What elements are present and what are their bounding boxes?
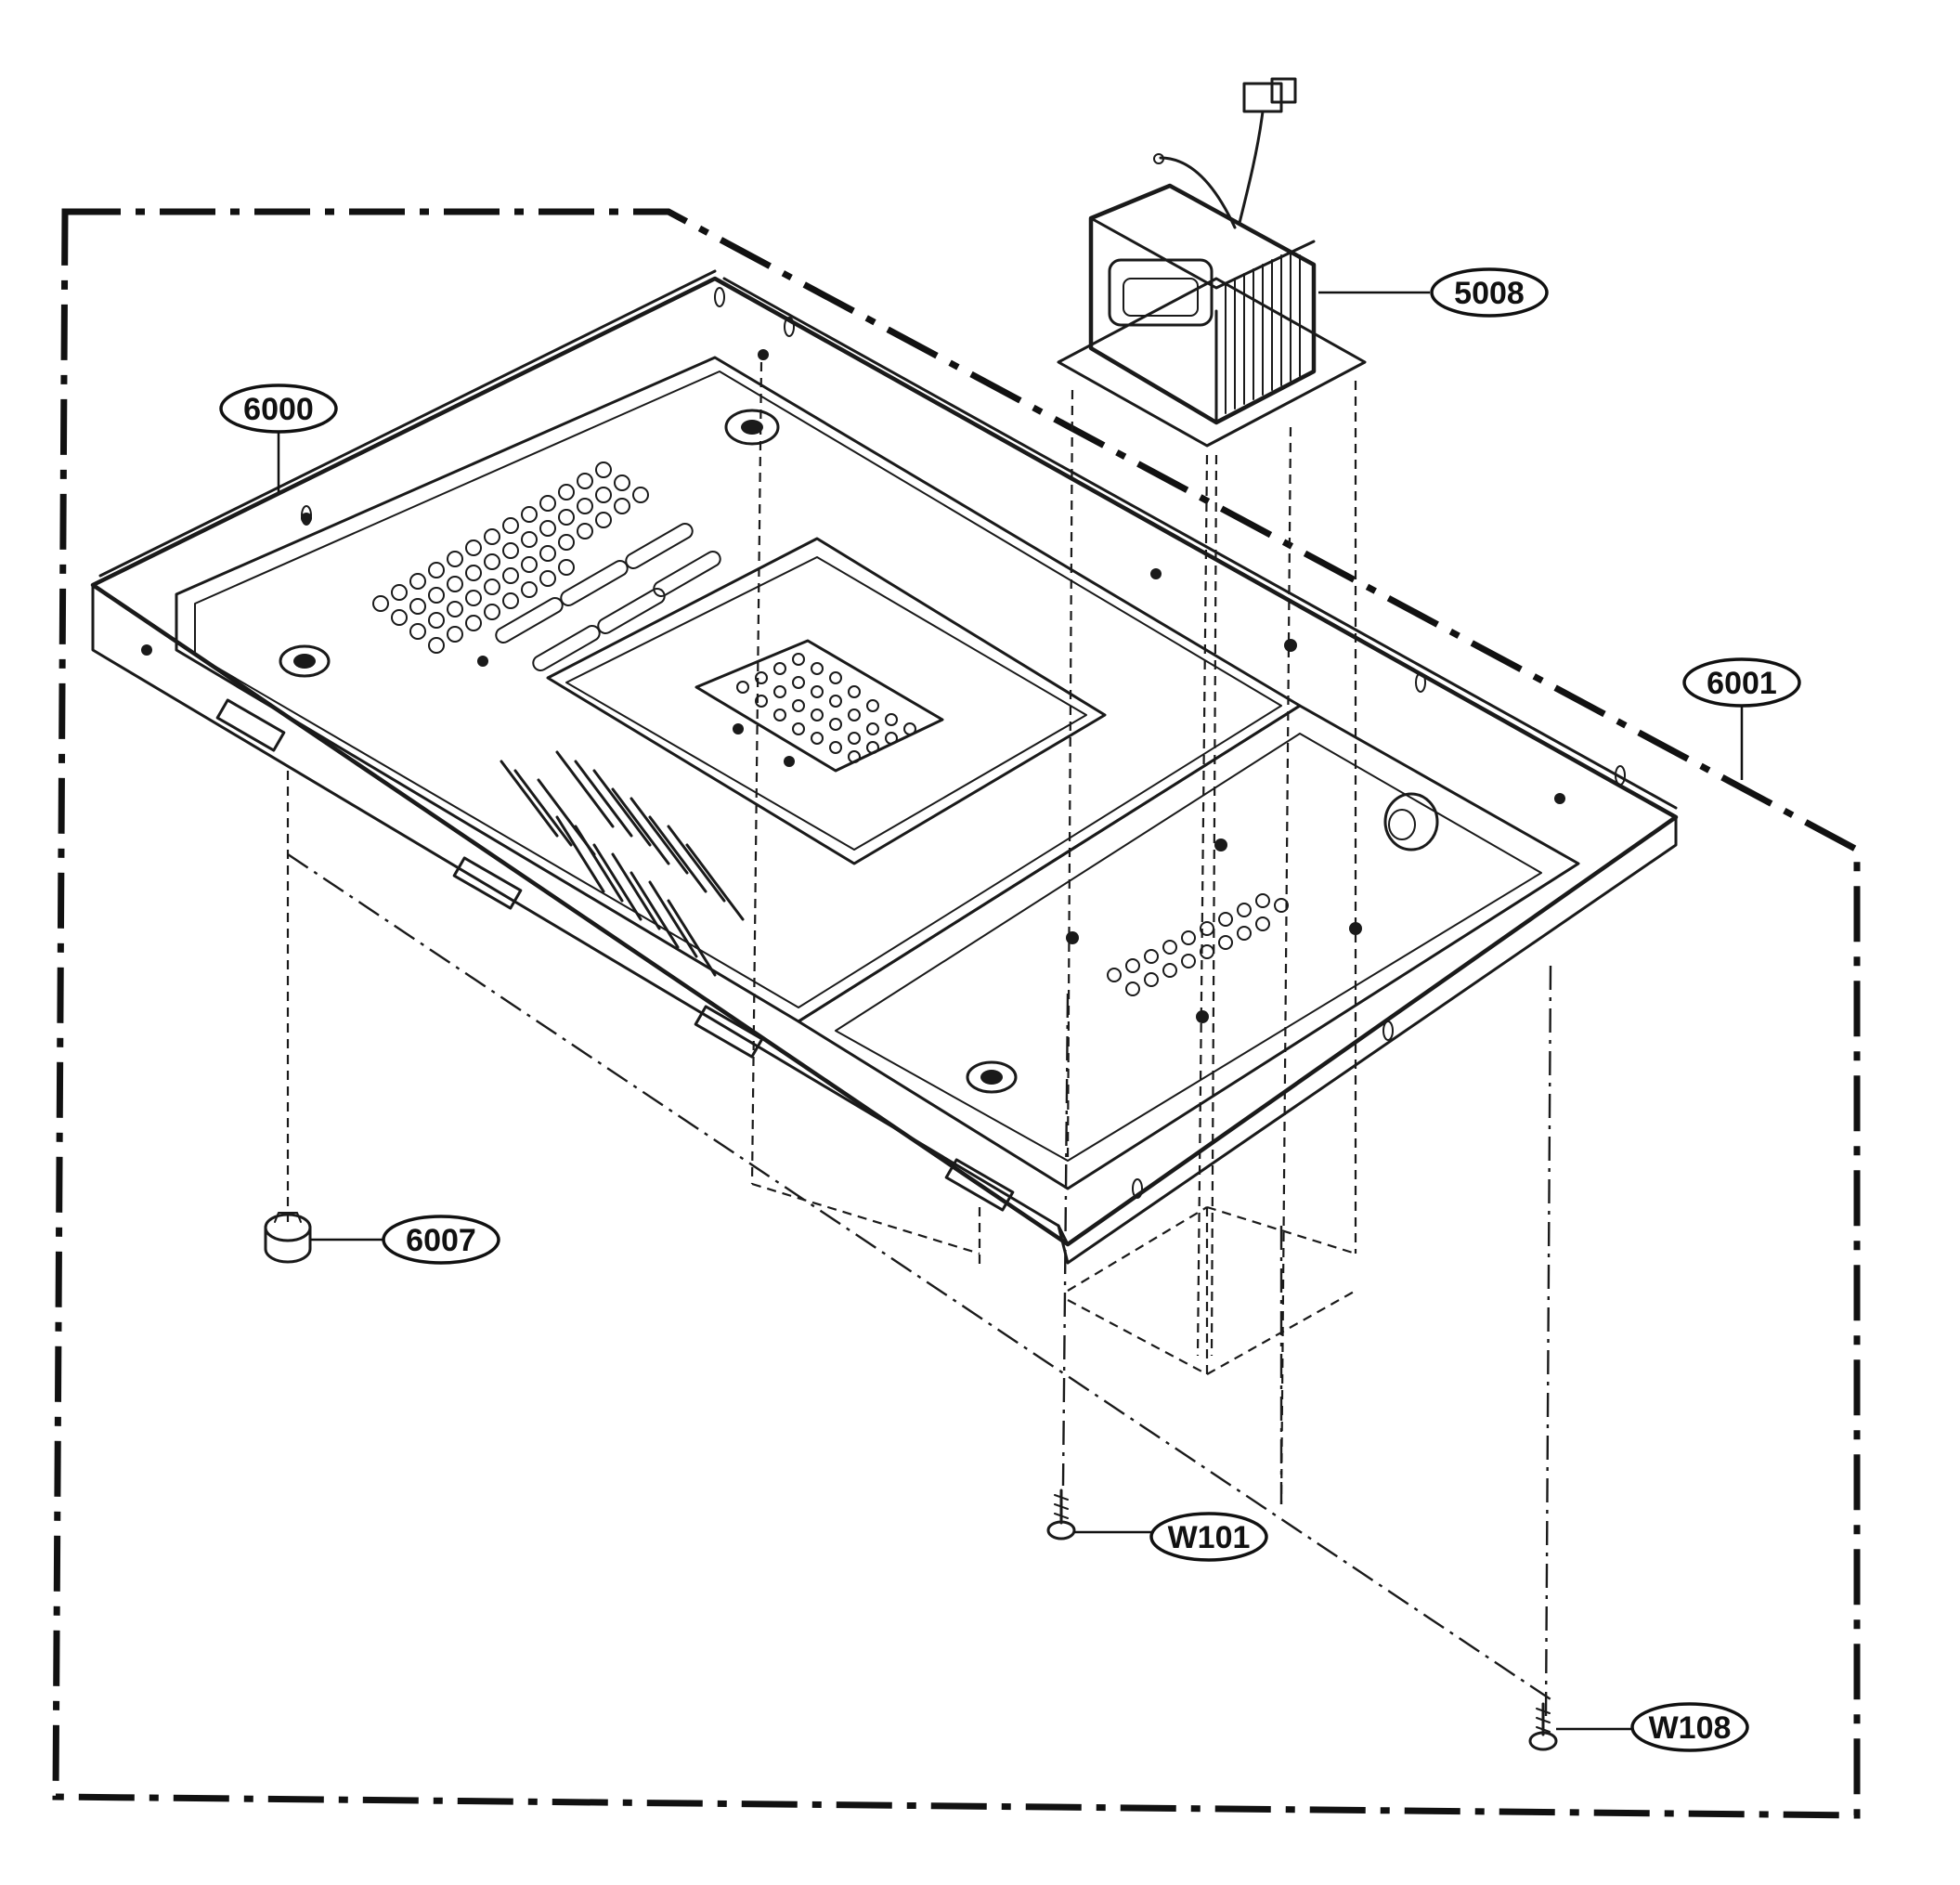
projection-lines [286,361,1552,1719]
callout-5008: 5008 [1430,267,1549,318]
vent-holes-channel [1107,893,1289,996]
vent-holes-center [736,653,916,763]
callout-w101: W101 [1149,1512,1268,1562]
callout-text-6007: 6007 [406,1223,476,1258]
screw-w101 [1046,1488,1076,1540]
transformer-5008 [1057,77,1367,448]
callout-6001: 6001 [1682,657,1801,708]
assembly-boundary [52,208,1861,1819]
callout-text-6000: 6000 [243,392,314,427]
callout-text-w101: W101 [1168,1520,1251,1555]
callout-w108: W108 [1630,1702,1749,1752]
base-plate-6000 [90,269,1679,1265]
callout-6007: 6007 [382,1215,500,1265]
callout-6000: 6000 [219,384,338,434]
callout-text-5008: 5008 [1454,276,1525,311]
screw-w108 [1528,1702,1558,1751]
vent-slots-side [500,750,745,977]
callout-text-6001: 6001 [1707,666,1777,701]
vent-holes-top [372,462,721,671]
rubber-foot-6007 [264,1212,312,1264]
callout-text-w108: W108 [1649,1710,1732,1746]
